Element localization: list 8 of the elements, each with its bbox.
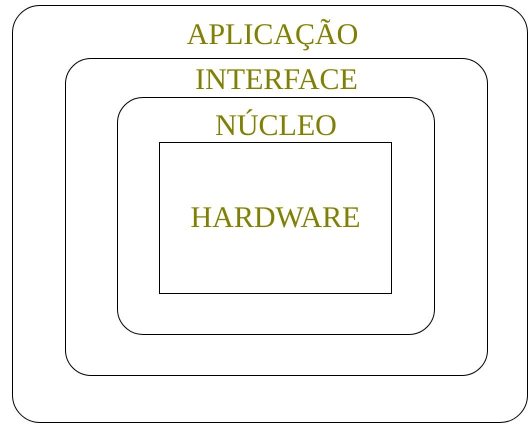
- layer-label: NÚCLEO: [214, 111, 338, 141]
- rounded-box: [65, 58, 488, 376]
- box: [159, 142, 392, 294]
- layer-label: APLICAÇÃO: [186, 20, 360, 50]
- layer-label: HARDWARE: [190, 203, 362, 233]
- rounded-box: [117, 97, 435, 335]
- layer-label: INTERFACE: [194, 65, 359, 95]
- rounded-box: [12, 5, 528, 423]
